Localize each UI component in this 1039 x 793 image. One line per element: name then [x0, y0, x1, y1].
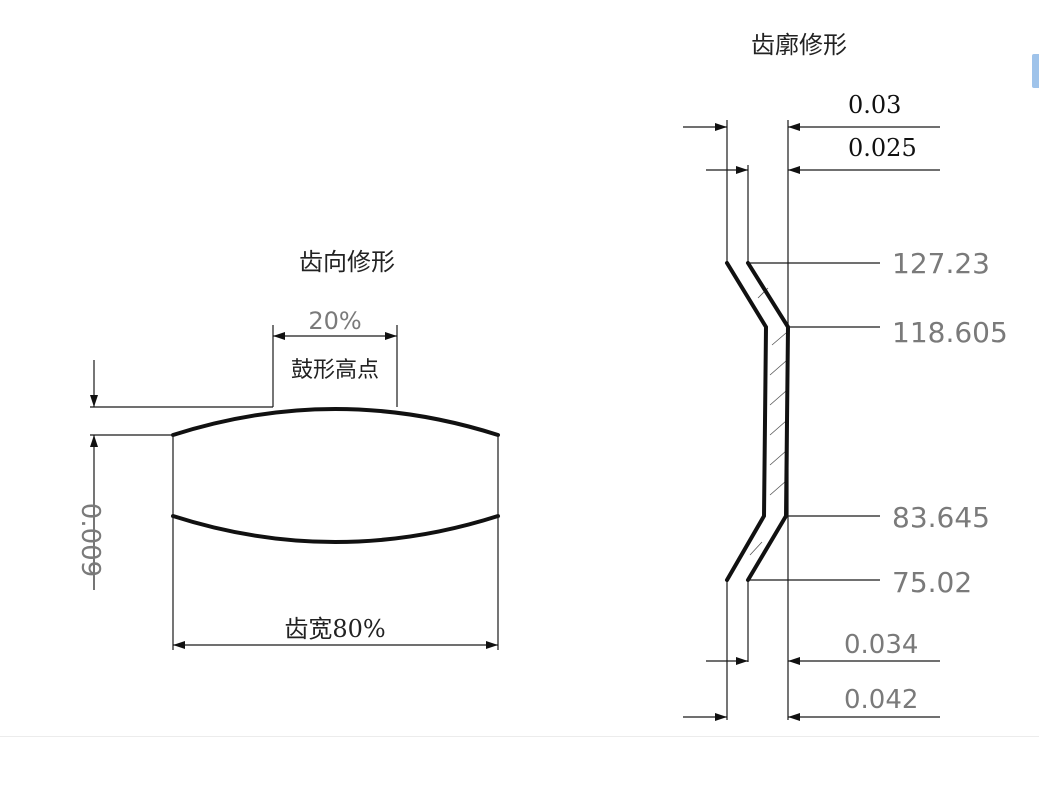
crown-top-width-label: 20% — [308, 307, 361, 335]
crown-upper-flank — [171, 407, 500, 437]
diameter-label-3: 83.645 — [892, 501, 990, 534]
profile-outer-line — [746, 261, 791, 582]
profile-modification-view: 齿廓修形 0.03 0.025 1 — [683, 31, 1008, 721]
diameter-label-4: 75.02 — [892, 566, 972, 599]
root-relief-inner-label: 0.034 — [844, 630, 918, 660]
side-tab-handle[interactable] — [1032, 54, 1039, 88]
profile-hatching — [749, 287, 787, 556]
crown-lower-flank — [171, 514, 500, 544]
profile-inner-line — [725, 261, 769, 582]
crown-point-label: 鼓形高点 — [291, 358, 379, 383]
diameter-label-1: 127.23 — [892, 247, 990, 280]
page-bottom-edge — [0, 736, 1039, 737]
tip-relief-inner-label: 0.025 — [848, 134, 917, 162]
diameter-label-2: 118.605 — [892, 316, 1008, 349]
crown-amount-label: 0.009 — [75, 503, 105, 577]
crown-title: 齿向修形 — [299, 248, 395, 276]
crown-modification-view: 齿向修形 20% 鼓形高点 0.009 齿宽80% — [75, 248, 500, 650]
profile-title: 齿廓修形 — [751, 31, 847, 59]
root-relief-outer-label: 0.042 — [844, 685, 918, 715]
face-width-label: 齿宽80% — [284, 615, 385, 643]
tip-relief-outer-label: 0.03 — [848, 91, 901, 119]
